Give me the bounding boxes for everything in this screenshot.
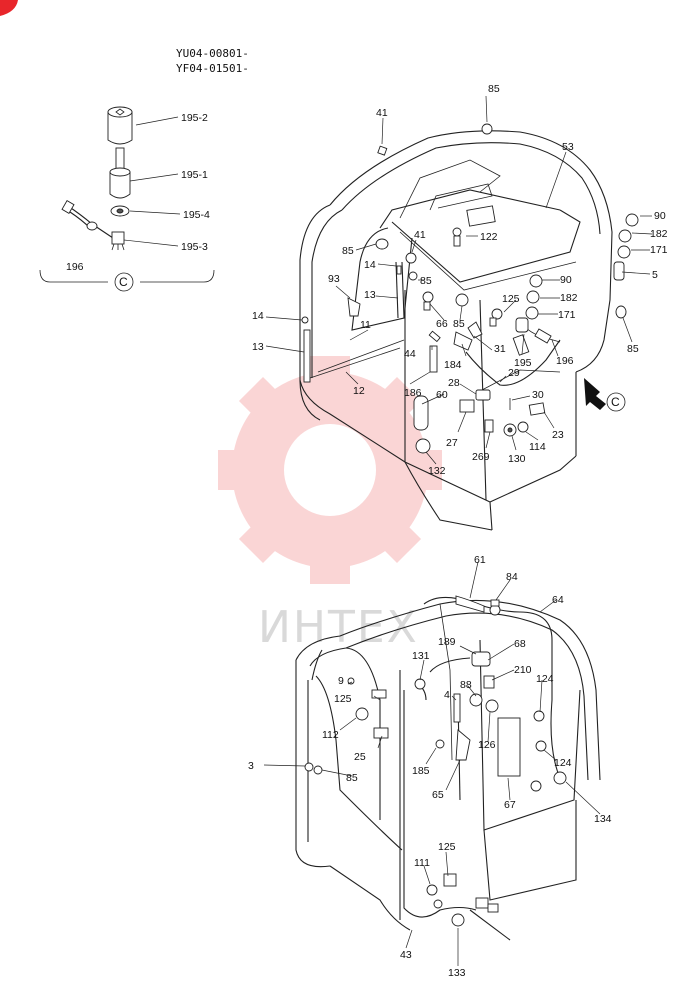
callout-125: 125 <box>334 693 352 705</box>
callout-269: 269 <box>472 451 490 463</box>
callout-29: 29 <box>508 367 520 379</box>
callout-85: 85 <box>453 318 465 330</box>
callout-186: 186 <box>404 387 422 399</box>
callout-13: 13 <box>364 289 376 301</box>
serial-number-line-1: YU04-00801- <box>176 47 249 60</box>
corner-mark-icon <box>0 0 18 16</box>
callout-195-1: 195-1 <box>181 169 208 181</box>
callout-28: 28 <box>448 377 460 389</box>
callout-30: 30 <box>532 389 544 401</box>
watermark-text: ИНТЕХ <box>258 602 419 653</box>
callout-195: 195 <box>514 357 532 369</box>
callout-13: 13 <box>252 341 264 353</box>
callout-90: 90 <box>560 274 572 286</box>
callout-122: 122 <box>480 231 498 243</box>
callout-125: 125 <box>438 841 456 853</box>
callout-11: 11 <box>360 319 371 331</box>
callout-171: 171 <box>558 309 576 321</box>
callout-182: 182 <box>560 292 578 304</box>
callout-124: 124 <box>554 757 572 769</box>
callout-64: 64 <box>552 594 564 606</box>
callout-93: 93 <box>328 273 340 285</box>
callout-85: 85 <box>342 245 354 257</box>
callout-41: 41 <box>376 107 388 119</box>
callout-85: 85 <box>346 772 358 784</box>
callout-labels: 195-2 195-1 195-4 195-3 196 85 41 53 41 … <box>66 83 668 979</box>
callout-85: 85 <box>488 83 500 95</box>
callout-130: 130 <box>508 453 526 465</box>
callout-4: 4 <box>444 689 450 701</box>
callout-43: 43 <box>400 949 412 961</box>
callout-171: 171 <box>650 244 668 256</box>
lower-leader-lines <box>263 561 601 966</box>
callout-196: 196 <box>556 355 574 367</box>
detail-view-label: C <box>119 275 128 289</box>
callout-5: 5 <box>652 269 658 281</box>
callout-90: 90 <box>654 210 666 222</box>
callout-44: 44 <box>404 348 416 360</box>
callout-14: 14 <box>364 259 376 271</box>
detail-view-c: C <box>39 106 215 292</box>
callout-210: 210 <box>514 664 532 676</box>
cab-lower-illustration <box>295 595 601 941</box>
callout-182: 182 <box>650 228 668 240</box>
callout-41: 41 <box>414 229 426 241</box>
callout-196: 196 <box>66 261 84 273</box>
callout-124: 124 <box>536 673 554 685</box>
callout-85: 85 <box>627 343 639 355</box>
serial-number-line-2: YF04-01501- <box>176 62 249 75</box>
callout-131: 131 <box>412 650 430 662</box>
view-arrow-label: C <box>611 395 620 409</box>
callout-67: 67 <box>504 799 516 811</box>
callout-112: 112 <box>322 729 339 741</box>
callout-185: 185 <box>412 765 430 777</box>
callout-60: 60 <box>436 389 448 401</box>
callout-3: 3 <box>248 760 254 772</box>
callout-88: 88 <box>460 679 472 691</box>
callout-133: 133 <box>448 967 466 979</box>
callout-132: 132 <box>428 465 446 477</box>
callout-27: 27 <box>446 437 458 449</box>
callout-53: 53 <box>562 141 574 153</box>
callout-114: 114 <box>529 441 546 453</box>
callout-61: 61 <box>474 554 486 566</box>
callout-189: 189 <box>438 636 456 648</box>
callout-125: 125 <box>502 293 520 305</box>
callout-12: 12 <box>353 385 365 397</box>
callout-66: 66 <box>436 318 448 330</box>
callout-9: 9 <box>338 675 344 687</box>
callout-84: 84 <box>506 571 518 583</box>
upper-leader-lines <box>123 95 653 465</box>
view-arrow-icon <box>584 378 606 410</box>
callout-111: 111 <box>414 857 430 869</box>
callout-134: 134 <box>594 813 612 825</box>
callout-184: 184 <box>444 359 462 371</box>
callout-25: 25 <box>354 751 366 763</box>
cab-upper-illustration: C <box>299 123 639 531</box>
callout-195-4: 195-4 <box>183 209 210 221</box>
callout-14: 14 <box>252 310 264 322</box>
callout-195-2: 195-2 <box>181 112 208 124</box>
callout-195-3: 195-3 <box>181 241 208 253</box>
watermark-gear-logo <box>218 356 442 584</box>
callout-65: 65 <box>432 789 444 801</box>
callout-85: 85 <box>420 275 432 287</box>
callout-68: 68 <box>514 638 526 650</box>
callout-23: 23 <box>552 429 564 441</box>
callout-31: 31 <box>494 343 506 355</box>
callout-126: 126 <box>478 739 496 751</box>
